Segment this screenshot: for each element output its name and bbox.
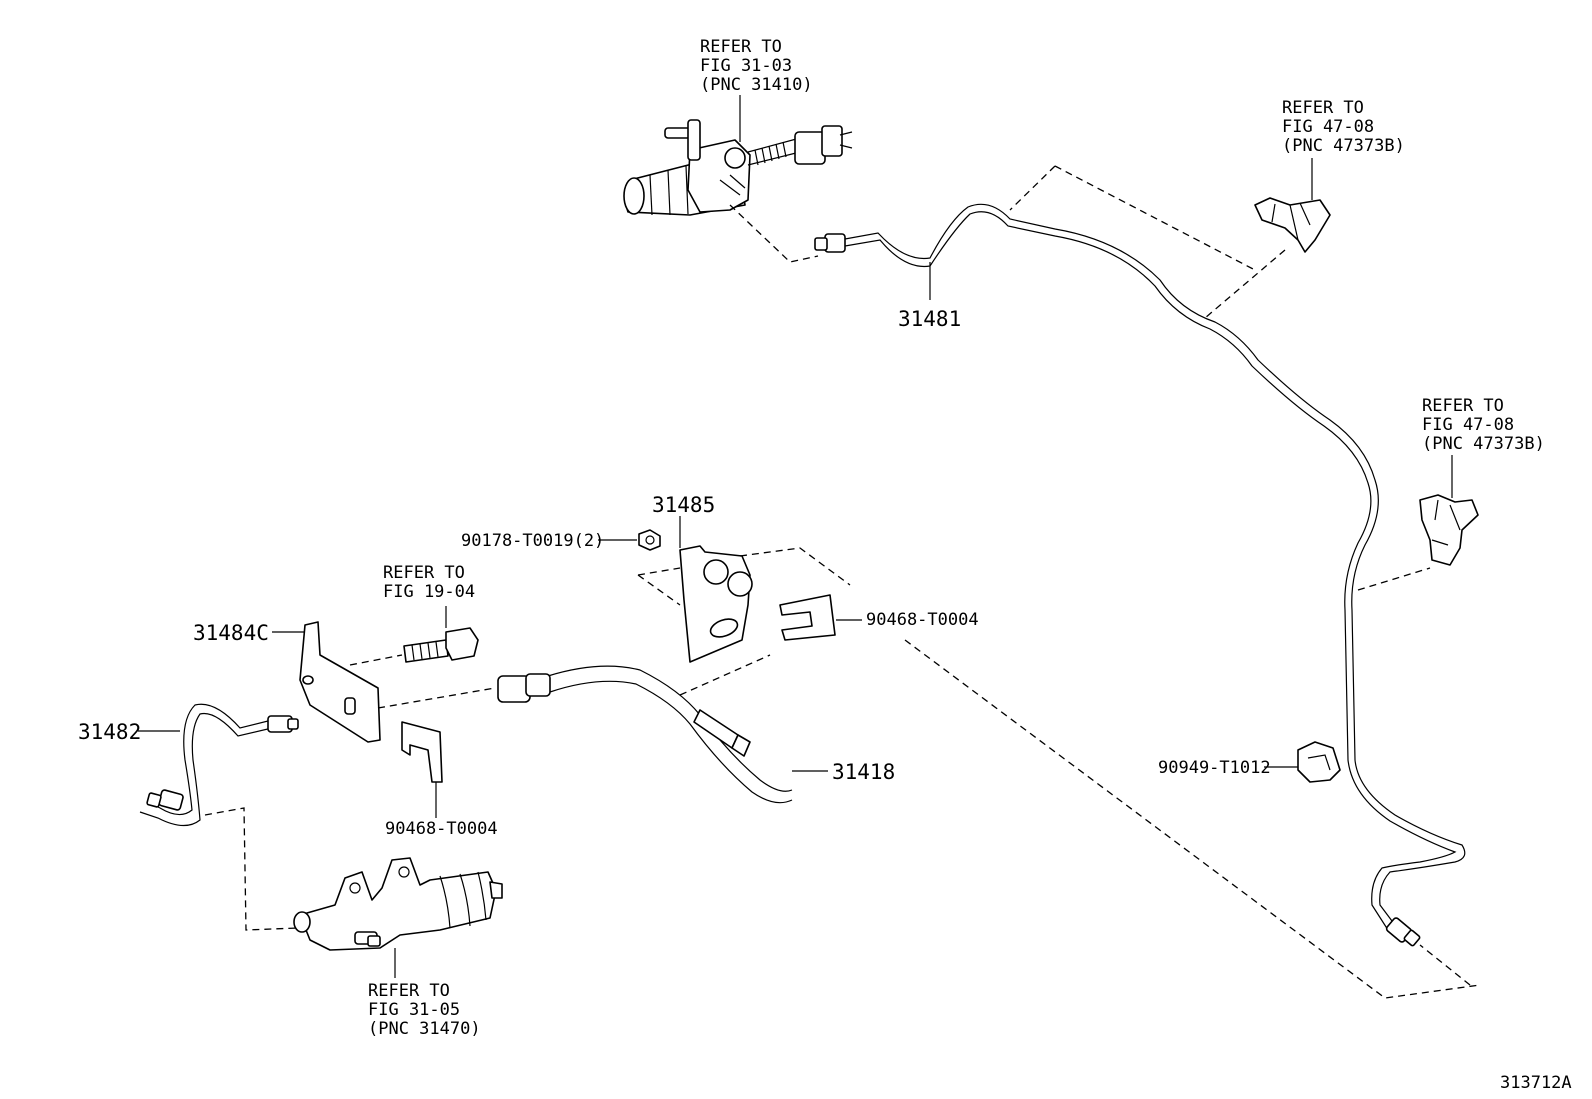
callout-line: REFER TO (1422, 396, 1504, 416)
nut-90178 (598, 529, 661, 551)
bracket-31484c (272, 621, 381, 743)
callout-line: (PNC 47373B) (1422, 434, 1545, 454)
callout-line: REFER TO (700, 37, 782, 57)
callout-line: (PNC 31470) (368, 1019, 481, 1039)
release-cylinder-illustration (293, 857, 503, 951)
callout-line: FIG 47-08 (1282, 117, 1374, 137)
figure-id: 313712A (1500, 1073, 1572, 1093)
pipe-clamp-top (1254, 158, 1331, 253)
pipe-flare-nut-top (814, 233, 846, 253)
callout-clamp-top: REFER TO FIG 47-08 (PNC 47373B) (1282, 98, 1405, 156)
bracket-31485 (679, 516, 753, 663)
callout-line: (PNC 47373B) (1282, 136, 1405, 156)
part-number-31482: 31482 (78, 720, 141, 744)
callout-line: FIG 19-04 (383, 582, 475, 602)
part-number-31484c: 31484C (193, 621, 269, 645)
callout-line: FIG 31-03 (700, 56, 792, 76)
callout-clamp-middle: REFER TO FIG 47-08 (PNC 47373B) (1422, 396, 1545, 454)
clutch-pipe-31481 (814, 203, 1466, 947)
part-number-31481: 31481 (898, 307, 961, 331)
part-number-31418: 31418 (832, 760, 895, 784)
callout-line: FIG 31-05 (368, 1000, 460, 1020)
clip-90468-right (779, 594, 862, 641)
callout-line: (PNC 31410) (700, 75, 813, 95)
callout-master-cylinder: REFER TO FIG 31-03 (PNC 31410) (700, 37, 813, 142)
pipe-flare-nut-bottom (1385, 917, 1421, 947)
part-number-90178: 90178-T0019(2) (461, 531, 604, 551)
assembly-dashed-lines (204, 165, 1481, 999)
part-number-90468-left: 90468-T0004 (385, 819, 498, 839)
callout-line: FIG 47-08 (1422, 415, 1514, 435)
callout-line: REFER TO (1282, 98, 1364, 118)
part-number-90949: 90949-T1012 (1158, 758, 1271, 778)
callout-bolt: REFER TO FIG 19-04 (383, 563, 475, 602)
flex-hose-31418 (497, 665, 828, 804)
part-number-90468-right: 90468-T0004 (866, 610, 979, 630)
part-number-31485: 31485 (652, 493, 715, 517)
bolt-illustration (403, 606, 479, 663)
clip-90468-left (401, 721, 443, 818)
callout-release-cylinder: REFER TO FIG 31-05 (PNC 31470) (368, 948, 481, 1039)
callout-line: REFER TO (368, 981, 450, 1001)
callout-line: REFER TO (383, 563, 465, 583)
pipe-clamp-90949 (1297, 741, 1341, 783)
clutch-pipe-31482 (138, 703, 299, 827)
master-cylinder-illustration (623, 119, 853, 216)
pipe-clamp-middle (1419, 455, 1479, 566)
